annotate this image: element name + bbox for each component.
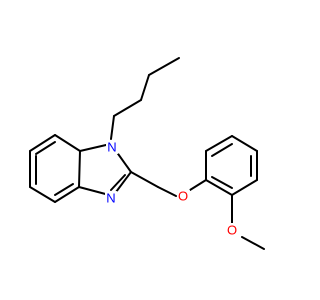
- bond-benzo-double-2: [54, 183, 74, 196]
- ether-oxygen-label: O: [178, 189, 188, 204]
- bond-aryl-double-3: [211, 176, 233, 189]
- bond-ch2-o: [157, 186, 177, 197]
- bond-chain-1: [148, 57, 180, 76]
- bond-benzo-double-1: [35, 141, 56, 155]
- bond-c2-n3-double: [110, 174, 126, 191]
- bond-benzo-2: [29, 134, 56, 152]
- n3-label-background: [105, 191, 118, 205]
- nitrogen-3-label: N: [106, 191, 115, 206]
- methoxy-oxygen-label-background: [226, 223, 239, 237]
- bond-o-methyl: [241, 236, 265, 250]
- bond-benzo-1: [54, 134, 81, 152]
- bond-aryl-6: [205, 179, 233, 196]
- bond-chain-4: [110, 115, 115, 140]
- bond-c7a-n1: [79, 144, 107, 152]
- bond-c2-ch2: [130, 171, 159, 188]
- bond-chain-2: [140, 74, 150, 101]
- bond-aryl-3: [231, 135, 258, 152]
- molecule-structure: N N O O: [29, 57, 265, 250]
- bond-n1-c2: [115, 150, 132, 173]
- n1-label-background: [106, 140, 119, 154]
- nitrogen-1-label: N: [107, 140, 116, 155]
- bond-o-aryl: [189, 179, 207, 191]
- bond-aryl-double-1: [211, 143, 233, 157]
- methoxy-oxygen-label: O: [227, 223, 237, 238]
- bond-aryl-2: [205, 135, 233, 152]
- bond-benzo-5: [54, 186, 80, 203]
- bond-c3a-c7a: [78, 150, 81, 188]
- atom-labels: N N O O: [105, 140, 239, 238]
- bond-benzo-4: [29, 186, 56, 203]
- bond-aryl-5: [231, 179, 258, 196]
- bonds: [29, 57, 265, 250]
- bond-chain-3: [113, 99, 142, 117]
- ether-oxygen-label-background: [177, 189, 190, 203]
